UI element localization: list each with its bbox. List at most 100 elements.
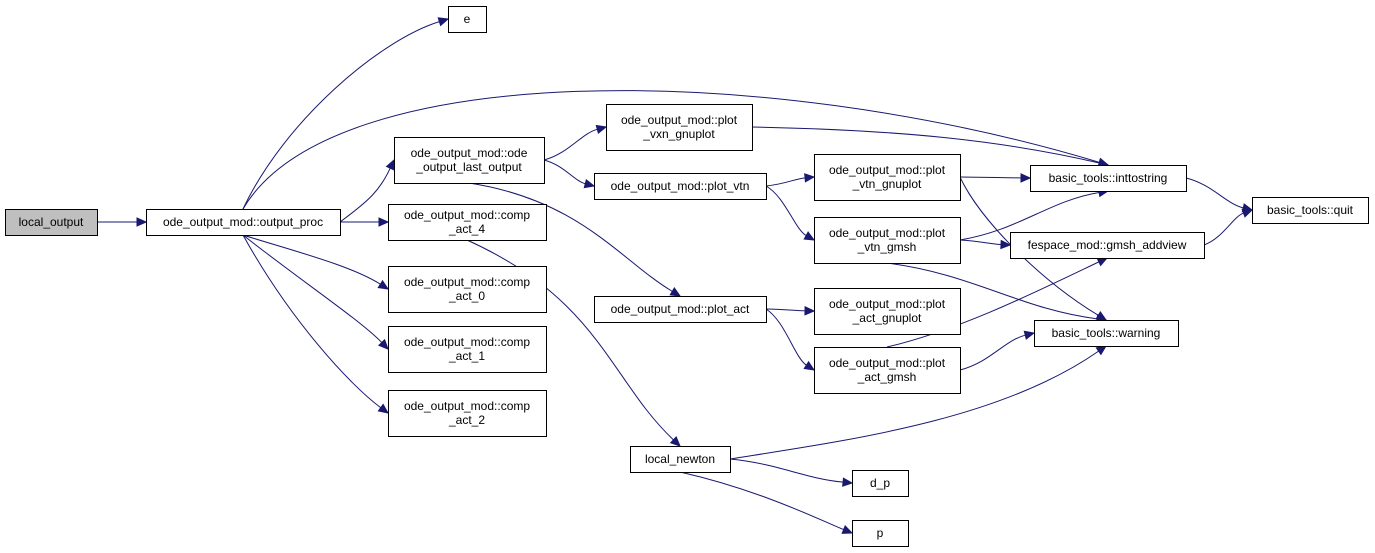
edge-line xyxy=(959,176,1022,179)
edge-line xyxy=(765,308,806,312)
node-box xyxy=(388,390,547,437)
node-label: basic_tools::quit xyxy=(1267,203,1354,217)
edge-line xyxy=(751,126,1100,164)
edge-line xyxy=(242,234,382,409)
edge-arrowhead xyxy=(1096,257,1109,267)
node-label: ode_output_mod::plot xyxy=(829,226,946,240)
edge-line xyxy=(468,182,673,292)
node-comp_act_0[interactable]: ode_output_mod::comp_act_0 xyxy=(388,266,547,313)
edge-inttostring-to-quit xyxy=(1185,177,1254,213)
node-box xyxy=(1034,320,1179,347)
edge-arrowhead xyxy=(841,525,854,534)
node-plot_act_gmsh[interactable]: ode_output_mod::plot_act_gmsh xyxy=(814,347,961,394)
node-local_newton[interactable]: local_newton xyxy=(630,446,731,473)
edge-output_proc-to-last_output xyxy=(339,158,395,223)
node-box xyxy=(814,217,961,264)
edge-plot_act_gmsh-to-warning xyxy=(959,330,1036,371)
node-label: ode_output_mod::comp xyxy=(404,335,530,349)
node-warning[interactable]: basic_tools::warning xyxy=(1034,320,1179,347)
edge-line xyxy=(729,458,844,483)
node-gmsh_addview[interactable]: fespace_mod::gmsh_addview xyxy=(1010,232,1205,259)
edge-line xyxy=(1185,177,1244,209)
edge-arrowhead xyxy=(1095,345,1108,356)
node-box xyxy=(388,266,547,313)
node-box xyxy=(388,326,547,373)
edge-last_output-to-plot_act xyxy=(468,182,682,297)
node-p[interactable]: p xyxy=(852,520,909,547)
node-plot_vtn_gnuplot[interactable]: ode_output_mod::plot_vtn_gnuplot xyxy=(814,154,961,201)
node-label: ode_output_mod::plot xyxy=(829,356,946,370)
node-label: _act_0 xyxy=(448,289,485,303)
edge-arrowhead xyxy=(136,217,148,227)
edge-comp_act_4-to-local_newton xyxy=(466,239,681,447)
edge-plot_vtn-to-plot_vtn_gmsh xyxy=(765,185,816,241)
node-plot_vtn[interactable]: ode_output_mod::plot_vtn xyxy=(594,173,767,200)
node-box xyxy=(606,104,753,151)
edge-arrowhead xyxy=(804,173,816,183)
node-label: ode_output_mod::comp xyxy=(404,208,530,222)
edge-output_proc-to-comp_act_2 xyxy=(242,234,389,414)
edge-arrowhead xyxy=(804,306,816,316)
node-plot_act[interactable]: ode_output_mod::plot_act xyxy=(594,296,767,323)
node-label: ode_output_mod::plot xyxy=(829,163,946,177)
node-plot_vtn_gmsh[interactable]: ode_output_mod::plot_vtn_gmsh xyxy=(814,217,961,264)
edge-line xyxy=(242,234,381,285)
node-comp_act_4[interactable]: ode_output_mod::comp_act_4 xyxy=(388,204,547,241)
edge-local_newton-to-d_p xyxy=(729,458,854,487)
node-box xyxy=(146,209,341,236)
edge-line xyxy=(242,234,383,343)
node-label: _act_gmsh xyxy=(857,370,917,384)
node-label: ode_output_mod::comp xyxy=(404,399,530,413)
edge-output_proc-to-comp_act_4 xyxy=(340,217,390,227)
node-box xyxy=(594,173,767,200)
edge-arrowhead xyxy=(842,477,854,487)
edge-line xyxy=(1203,212,1244,246)
edge-arrowhead xyxy=(583,178,596,189)
edge-line xyxy=(339,167,391,223)
node-label: _vxn_gnuplot xyxy=(642,127,715,141)
node-d_p[interactable]: d_p xyxy=(852,470,909,497)
edge-local_newton-to-p xyxy=(679,471,854,534)
node-label: basic_tools::warning xyxy=(1052,326,1161,340)
node-box xyxy=(814,347,961,394)
edge-arrowhead xyxy=(595,124,608,135)
node-label: local_newton xyxy=(645,452,715,466)
node-last_output[interactable]: ode_output_mod::ode_output_last_output xyxy=(394,137,545,184)
edge-last_output-to-plot_vtn xyxy=(543,159,596,189)
node-label: _act_4 xyxy=(448,222,485,236)
node-label: ode_output_mod::output_proc xyxy=(163,215,323,229)
node-box xyxy=(814,288,961,335)
edge-line xyxy=(466,239,674,441)
node-label: ode_output_mod::comp xyxy=(404,275,530,289)
edge-plot_vtn_gnuplot-to-inttostring xyxy=(959,173,1032,183)
node-label: d_p xyxy=(870,476,890,490)
node-label: _vtn_gmsh xyxy=(857,240,917,254)
edge-arrowhead xyxy=(669,287,682,297)
node-output_proc[interactable]: ode_output_mod::output_proc xyxy=(146,209,341,236)
node-box xyxy=(5,209,98,236)
node-box xyxy=(1252,197,1369,224)
node-quit[interactable]: basic_tools::quit xyxy=(1252,197,1369,224)
edge-arrowhead xyxy=(1000,239,1012,250)
node-comp_act_2[interactable]: ode_output_mod::comp_act_2 xyxy=(388,390,547,437)
call-graph-edges xyxy=(97,17,1254,534)
node-plot_act_gnuplot[interactable]: ode_output_mod::plot_act_gnuplot xyxy=(814,288,961,335)
edge-line xyxy=(959,239,1002,246)
edge-local_output-to-output_proc xyxy=(97,217,148,227)
edge-arrowhead xyxy=(669,436,681,447)
edge-line xyxy=(543,128,598,161)
node-label: p xyxy=(877,526,884,540)
node-box xyxy=(388,204,547,241)
node-local_output[interactable]: local_output xyxy=(5,209,98,236)
node-e[interactable]: e xyxy=(448,6,487,33)
edge-line xyxy=(765,308,807,366)
edge-arrowhead xyxy=(385,158,395,171)
node-label: _act_2 xyxy=(448,413,485,427)
node-label: fespace_mod::gmsh_addview xyxy=(1028,238,1187,252)
node-plot_vxn_gnuplot[interactable]: ode_output_mod::plot_vxn_gnuplot xyxy=(606,104,753,151)
node-comp_act_1[interactable]: ode_output_mod::comp_act_1 xyxy=(388,326,547,373)
node-box xyxy=(1010,232,1205,259)
node-inttostring[interactable]: basic_tools::inttostring xyxy=(1030,165,1187,192)
edge-line xyxy=(729,350,1099,460)
